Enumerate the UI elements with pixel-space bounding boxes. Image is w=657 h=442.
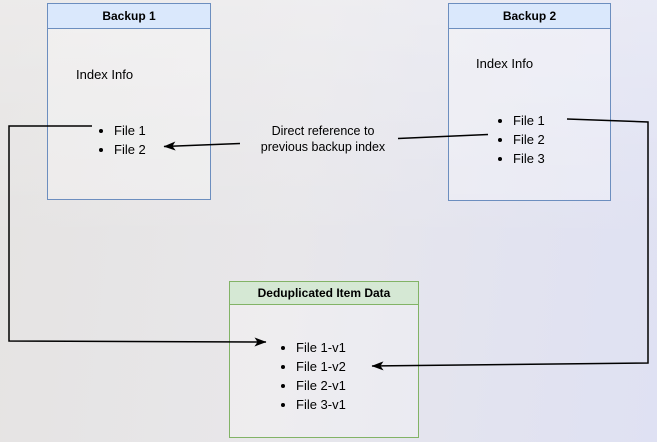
list-item-label: File 2-v1 <box>296 378 346 393</box>
list-item-label: File 2 <box>114 142 146 157</box>
list-item-label: File 1 <box>513 113 545 128</box>
backup2-title: Backup 2 <box>449 4 610 29</box>
list-item-label: File 3-v1 <box>296 397 346 412</box>
list-item: File 1 <box>99 121 146 140</box>
list-item: File 3 <box>498 149 545 168</box>
reference-edge-label: Direct reference to previous backup inde… <box>260 124 386 154</box>
list-item: File 1 <box>498 111 545 130</box>
backup2-subtitle: Index Info <box>476 56 534 71</box>
list-item-label: File 1-v2 <box>296 359 346 374</box>
bullet-icon <box>498 137 502 142</box>
list-item: File 1-v1 <box>281 338 346 357</box>
bullet-icon <box>99 128 103 133</box>
backup1-title: Backup 1 <box>48 4 210 29</box>
backup1-file-list: File 1 File 2 <box>99 121 146 159</box>
backup1-node[interactable]: Backup 1 Index Info File 1 File 2 <box>47 3 211 200</box>
list-item: File 2-v1 <box>281 376 346 395</box>
bullet-icon <box>281 345 285 350</box>
bullet-icon <box>99 147 103 152</box>
backup1-subtitle: Index Info <box>76 67 134 82</box>
bullet-icon <box>281 364 285 369</box>
bullet-icon <box>498 118 502 123</box>
list-item: File 3-v1 <box>281 395 346 414</box>
list-item-label: File 3 <box>513 151 545 166</box>
dedup-title: Deduplicated Item Data <box>230 282 418 305</box>
bullet-icon <box>281 383 285 388</box>
backup2-node[interactable]: Backup 2 Index Info File 1 File 2 File 3 <box>448 3 611 201</box>
backup2-file-list: File 1 File 2 File 3 <box>498 111 545 168</box>
list-item: File 2 <box>99 140 146 159</box>
bullet-icon <box>498 156 502 161</box>
list-item-label: File 1 <box>114 123 146 138</box>
list-item-label: File 1-v1 <box>296 340 346 355</box>
list-item: File 1-v2 <box>281 357 346 376</box>
bullet-icon <box>281 402 285 407</box>
list-item: File 2 <box>498 130 545 149</box>
list-item-label: File 2 <box>513 132 545 147</box>
